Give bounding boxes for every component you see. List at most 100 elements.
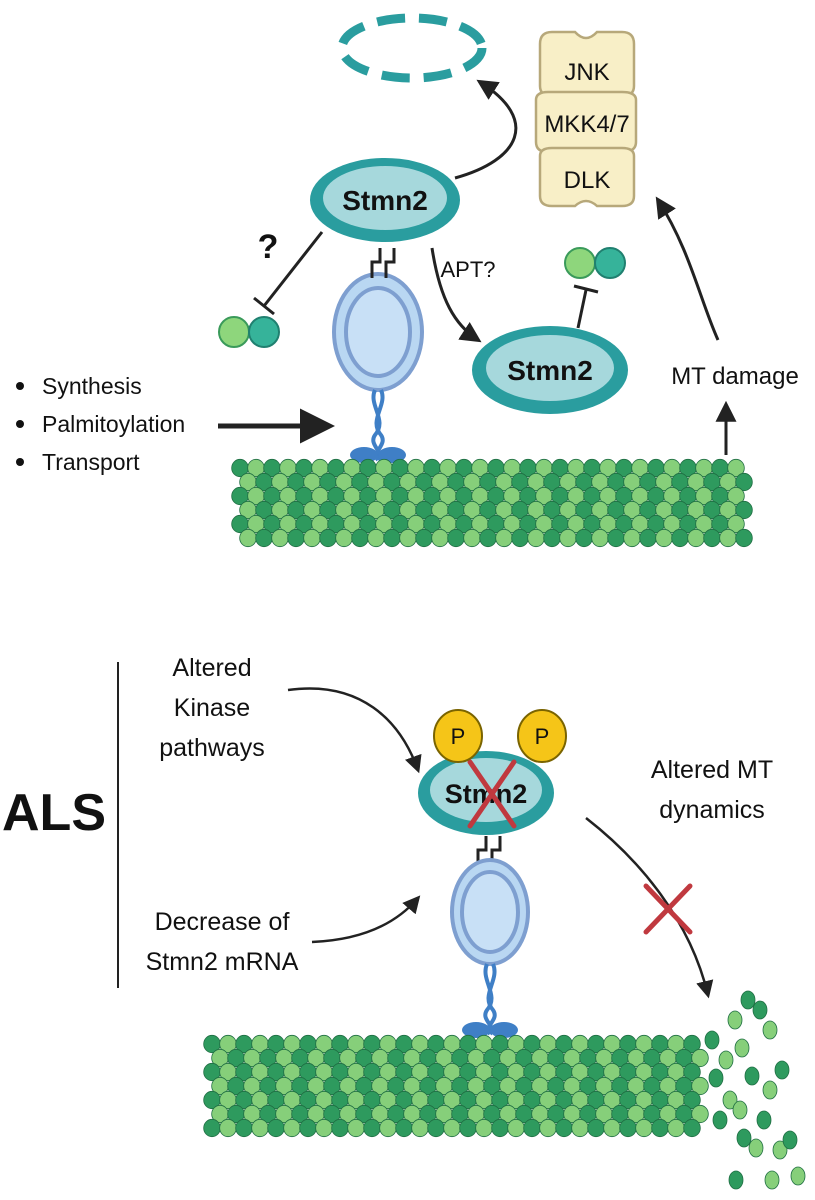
kinase-text-line-3: pathways (159, 734, 265, 762)
motor-protein-top (350, 389, 406, 463)
tubulin-subunit (527, 528, 545, 548)
tubulin-subunit (475, 1118, 493, 1138)
free-tubulin (732, 1100, 748, 1120)
stmn2-released-label: Stmn2 (507, 355, 593, 386)
kinase-text-line-1: Altered (172, 654, 251, 682)
free-tubulin (736, 1128, 752, 1148)
free-tubulin (790, 1166, 806, 1186)
tubulin-subunit (399, 528, 417, 548)
inhibition-to-dimer-right (573, 284, 599, 329)
tubulin-subunit (239, 528, 257, 548)
tubulin-dimer-left (218, 316, 280, 348)
tubulin-subunit (335, 528, 353, 548)
free-tubulin (762, 1020, 778, 1040)
tubulin-subunit (607, 528, 625, 548)
tubulin-subunit (555, 1118, 573, 1138)
tubulin-subunit (331, 1118, 349, 1138)
kinase-jnk-label: JNK (564, 59, 609, 86)
tubulin-subunit (639, 528, 657, 548)
kinase-pathway-text: Altered Kinase pathways (159, 654, 265, 762)
free-tubulin (734, 1038, 750, 1058)
kinase-text-line-2: Kinase (174, 694, 250, 722)
tubulin-subunit (511, 528, 529, 548)
stmn2-main-label: Stmn2 (342, 185, 428, 216)
stmn2-released: Stmn2 (472, 326, 628, 414)
free-tubulin (774, 1060, 790, 1080)
free-tubulin (752, 1000, 768, 1020)
tubulin-subunit (319, 528, 337, 548)
phospho-left-label: P (451, 724, 466, 749)
free-tubulin (764, 1170, 780, 1190)
kinase-dlk-label: DLK (564, 167, 611, 194)
tubulin-subunit (411, 1118, 429, 1138)
stmn2-main: Stmn2 (310, 158, 460, 242)
tubulin-subunit (415, 528, 433, 548)
tubulin-subunit (363, 1118, 381, 1138)
bullet-synthesis: Synthesis (42, 373, 142, 399)
tubulin-subunit (571, 1118, 589, 1138)
tubulin-subunit (539, 1118, 557, 1138)
tubulin-subunit (395, 1118, 413, 1138)
tubulin-subunit (431, 528, 449, 548)
phospho-right-label: P (535, 724, 550, 749)
mrna-text: Decrease of Stmn2 mRNA (146, 908, 299, 976)
tubulin-subunit (255, 528, 273, 548)
tubulin-subunit (735, 528, 753, 548)
tubulin-subunit (267, 1118, 285, 1138)
free-tubulin (748, 1138, 764, 1158)
tubulin-subunit (495, 528, 513, 548)
tubulin-subunit (591, 528, 609, 548)
tubulin-subunit (575, 528, 593, 548)
mrna-text-line-1: Decrease of (155, 908, 290, 936)
tubulin-subunit (619, 1118, 637, 1138)
tubulin-subunit (367, 528, 385, 548)
tubulin-subunit (507, 1118, 525, 1138)
tubulin-subunit (635, 1118, 653, 1138)
tubulin-subunit (691, 1048, 709, 1068)
inhibit-x-stmn2 (467, 759, 517, 829)
free-tubulin (744, 1066, 760, 1086)
tubulin-subunit (683, 1090, 701, 1110)
mrna-text-line-2: Stmn2 mRNA (146, 948, 299, 976)
kinase-mkk-label: MKK4/7 (544, 111, 629, 138)
inhibit-x-dynamics (643, 883, 693, 935)
microtubule-bottom (203, 1034, 709, 1138)
mt-dynamics-text: Altered MT dynamics (651, 756, 773, 824)
palmitoyl-linker-top (370, 248, 396, 278)
tubulin-subunit (203, 1118, 221, 1138)
phospho-group-right: P (517, 709, 567, 763)
tubulin-subunit (351, 528, 369, 548)
free-tubulin (740, 990, 756, 1010)
free-tubulin (772, 1140, 788, 1160)
tubulin-subunit (271, 528, 289, 548)
tubulin-subunit (379, 1118, 397, 1138)
inhibition-to-dimer-left (253, 231, 324, 316)
mt-text-line-2: dynamics (659, 796, 765, 824)
free-tubulin (712, 1110, 728, 1130)
palmitoyl-linker-bottom (476, 836, 502, 862)
tubulin-subunit (447, 528, 465, 548)
microtubule-top (231, 458, 753, 548)
tubulin-subunit (427, 1118, 445, 1138)
tubulin-dimer-right (564, 247, 626, 279)
free-tubulin (704, 1030, 720, 1050)
free-tubulin (756, 1110, 772, 1130)
free-tubulin (722, 1090, 738, 1110)
arrow-apt (430, 247, 482, 343)
tubulin-subunit (683, 1034, 701, 1054)
tubulin-subunit (251, 1118, 269, 1138)
arrow-kinase-to-stmn2 (287, 687, 422, 774)
tubulin-subunit (443, 1118, 461, 1138)
tubulin-subunit (667, 1118, 685, 1138)
broken-microtubule-ring (337, 13, 487, 83)
vesicle-top (332, 272, 424, 392)
mt-damage-label: MT damage (671, 363, 799, 390)
bullet-palmitoylation: Palmitoylation (42, 411, 185, 437)
tubulin-subunit (603, 1118, 621, 1138)
tubulin-subunit (299, 1118, 317, 1138)
arrow-stmn2-to-mt-end (585, 817, 714, 999)
free-tubulin (782, 1130, 798, 1150)
tubulin-subunit (735, 472, 753, 492)
tubulin-subunit (687, 528, 705, 548)
